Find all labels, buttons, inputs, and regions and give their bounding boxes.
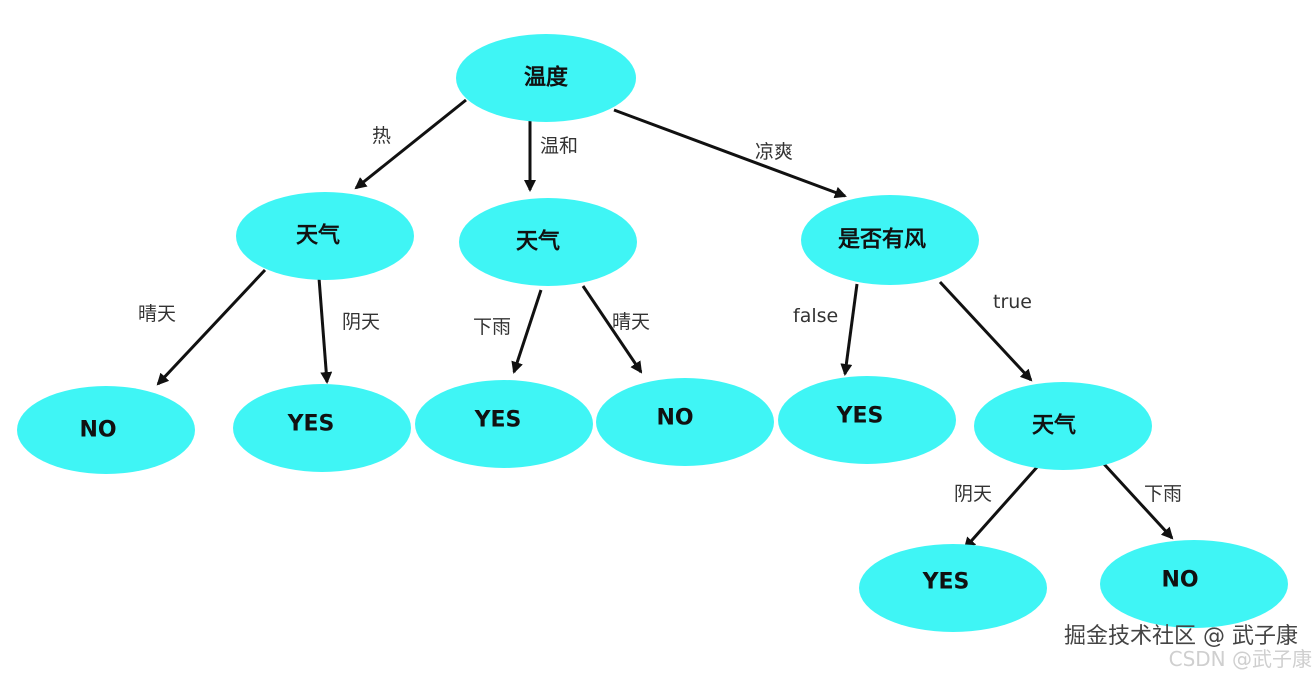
node-label-mild-sunny-result: NO — [656, 406, 693, 431]
edge-mild-rain: 下雨 — [473, 289, 543, 374]
node-cool-true-cloudy-result: YES — [859, 544, 1047, 632]
node-label-hot-cloudy-result: YES — [287, 412, 335, 437]
node-label-cool-true-weather: 天气 — [1032, 413, 1076, 439]
edge-label-hot-cloudy: 阴天 — [342, 311, 380, 333]
edge-label-true-rain: 下雨 — [1144, 483, 1182, 505]
edge-label-true-cloudy: 阴天 — [954, 483, 992, 505]
node-cool-true-weather: 天气 — [974, 382, 1152, 470]
edge-label-hot-sunny: 晴天 — [138, 303, 176, 325]
node-hot-cloudy-result: YES — [233, 384, 411, 472]
node-label-root: 温度 — [524, 65, 569, 91]
node-label-cool-false-result: YES — [836, 404, 884, 429]
node-cool-false-result: YES — [778, 376, 956, 464]
node-label-mild-rain-result: YES — [474, 408, 522, 433]
node-label-cool-true-cloudy-result: YES — [922, 570, 970, 595]
node-mild-weather: 天气 — [459, 198, 637, 286]
edge-true-rain: 下雨 — [1102, 462, 1182, 540]
edge-hot-sunny: 晴天 — [138, 268, 267, 386]
node-hot-sunny-result: NO — [17, 386, 195, 474]
edge-cool-false: false — [793, 283, 859, 376]
edge-cool-true: true — [938, 280, 1033, 382]
watermark-csdn: CSDN @武子康 — [1168, 647, 1312, 671]
watermark-juejin: 掘金技术社区 @ 武子康 — [1064, 624, 1298, 649]
node-label-cool-windy: 是否有风 — [838, 227, 926, 253]
node-label-cool-true-rain-result: NO — [1161, 568, 1198, 593]
edge-label-mild-rain: 下雨 — [473, 316, 511, 338]
edge-label-mild-sunny: 晴天 — [612, 311, 650, 333]
edge-label-mild: 温和 — [540, 135, 578, 157]
node-label-mild-weather: 天气 — [516, 229, 560, 255]
edge-true-cloudy: 阴天 — [954, 465, 1040, 550]
edge-label-cool-false: false — [793, 305, 838, 327]
edge-root-mild: 温和 — [524, 118, 578, 192]
edge-mild-sunny: 晴天 — [581, 285, 650, 374]
node-hot-weather: 天气 — [236, 192, 414, 280]
edge-root-cool: 凉爽 — [613, 108, 847, 199]
node-mild-sunny-result: NO — [596, 378, 774, 466]
node-mild-rain-result: YES — [415, 380, 593, 468]
edge-hot-cloudy: 阴天 — [317, 277, 380, 384]
edge-label-cool-true: true — [993, 291, 1032, 313]
edge-root-hot: 热 — [354, 98, 467, 190]
node-root: 温度 — [456, 34, 636, 122]
edge-label-cool: 凉爽 — [755, 141, 793, 163]
node-label-hot-weather: 天气 — [296, 223, 340, 249]
node-label-hot-sunny-result: NO — [79, 418, 116, 443]
node-cool-true-rain-result: NO — [1100, 540, 1288, 628]
node-cool-windy: 是否有风 — [801, 195, 979, 285]
edge-label-hot: 热 — [372, 125, 391, 147]
